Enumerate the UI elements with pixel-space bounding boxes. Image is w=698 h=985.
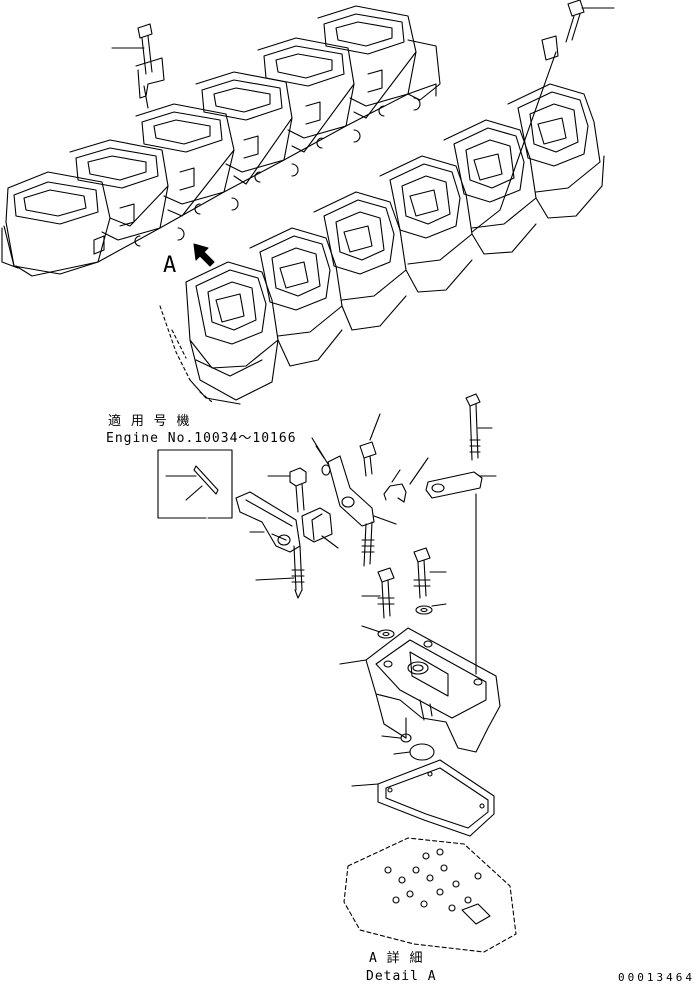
detail-label-en: Detail A [366,969,437,984]
rocker-shaft [409,457,497,499]
drawing-number: 00013464 [618,971,695,984]
rocker-arm-left [235,491,305,599]
bolt-rod-top-right [471,0,615,233]
view-arrow-icon [193,243,215,267]
rocker-arm-right [327,413,397,567]
applicability-jp: 適 用 号 機 [108,414,191,429]
nut-left [267,467,307,513]
view-label-a: A [163,253,178,278]
bolt-with-washer-right [413,547,447,615]
spring-clip [383,469,407,503]
long-bolt [465,393,493,675]
bolt-with-washer-left [361,567,395,639]
gasket [351,759,495,837]
push-rod [311,437,331,476]
cylinder-head-back-row [1,5,441,277]
plug-and-oring [381,733,435,761]
detail-inset-box [157,449,233,519]
cylinder-head-base [343,837,517,953]
shaft-support [301,507,339,549]
applicability-engine-no: Engine No.10034～10166 [106,431,297,446]
bolt-bracket-top-left [111,23,165,109]
detail-label-jp: A 詳 細 [369,951,424,966]
cylinder-head-front-row [159,83,605,405]
rocker-housing [339,627,501,753]
